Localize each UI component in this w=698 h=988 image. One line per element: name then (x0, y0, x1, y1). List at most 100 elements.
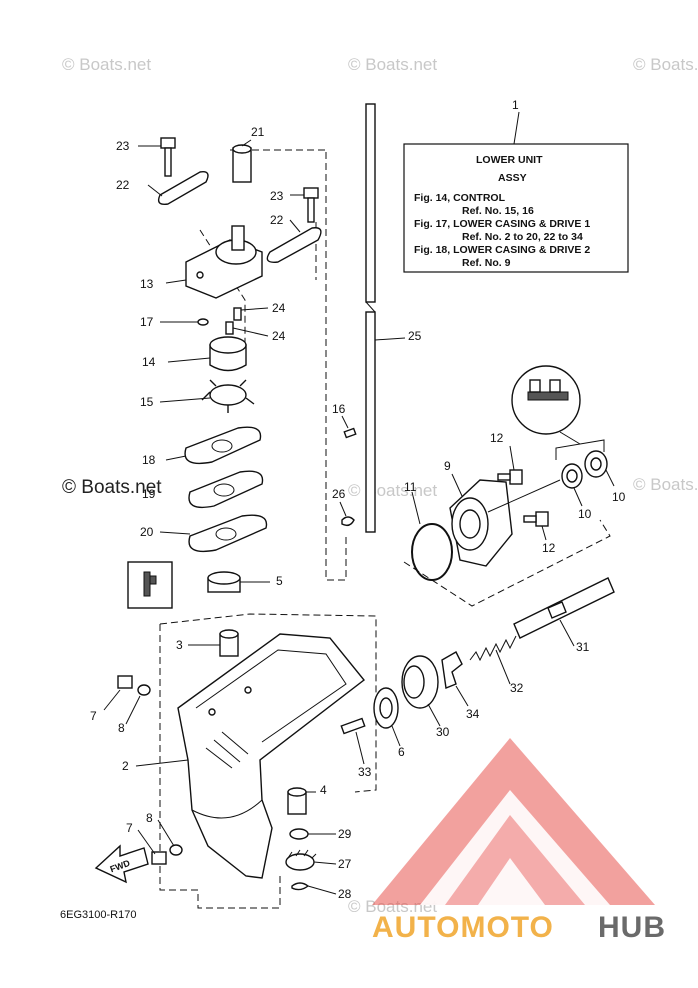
forward-gear (401, 655, 441, 727)
callout-18: 18 (142, 453, 156, 467)
brand-name-part2: HUB (598, 911, 666, 944)
callout-2: 2 (122, 759, 129, 773)
spring (469, 635, 517, 685)
callout-30: 30 (436, 725, 450, 739)
callout-17: 17 (140, 315, 154, 329)
callout-24: 24 (272, 329, 286, 343)
bushing (232, 139, 252, 183)
drive-shaft (365, 103, 406, 533)
dog-clutch (441, 651, 463, 689)
info-line-5: Fig. 17, LOWER CASING & DRIVE 1 (414, 218, 590, 230)
gasket (137, 684, 151, 696)
assembly-guide (403, 519, 611, 607)
callout-4: 4 (320, 783, 327, 797)
dowel-pin (340, 717, 366, 735)
watermark: © Boats.net (348, 55, 437, 74)
callout-31: 31 (576, 640, 590, 654)
callout-8: 8 (118, 721, 125, 735)
callout-12: 12 (542, 541, 556, 555)
info-line-3: Fig. 14, CONTROL (414, 192, 506, 204)
info-line-8: Ref. No. 9 (462, 257, 511, 269)
bolt (497, 445, 523, 485)
callout-22: 22 (116, 178, 130, 192)
info-line-6: Ref. No. 2 to 20, 22 to 34 (462, 231, 583, 243)
bolt (290, 187, 319, 223)
callout-22: 22 (270, 213, 284, 227)
lower-casing-cap (449, 473, 513, 567)
callout-23: 23 (116, 139, 130, 153)
diagram-code: 6EG3100-R170 (60, 909, 136, 921)
ball-bearing (373, 687, 401, 747)
callout-25: 25 (408, 329, 422, 343)
callout-34: 34 (466, 707, 480, 721)
oil-seal (555, 431, 615, 507)
oil-seal (127, 561, 270, 609)
washer (289, 828, 309, 840)
dowel-pin (225, 321, 234, 335)
gasket (184, 426, 262, 465)
callout-11: 11 (404, 480, 417, 494)
control-link (157, 171, 209, 205)
circlip (341, 516, 355, 527)
callout-7: 7 (90, 709, 97, 723)
callout-28: 28 (338, 887, 352, 901)
watermark: © Boats.net (348, 481, 437, 500)
callout-1: 1 (512, 98, 519, 112)
bushing (188, 629, 239, 657)
callout-32: 32 (510, 681, 524, 695)
callout-19: 19 (142, 487, 156, 501)
callout-7: 7 (126, 821, 133, 835)
watermark: © Boats.net (633, 475, 698, 494)
pinion-gear (285, 849, 337, 871)
callout-10: 10 (578, 507, 592, 521)
callout-10: 10 (612, 490, 626, 504)
info-line-2: ASSY (498, 172, 527, 184)
callout-5: 5 (276, 574, 283, 588)
callout-26: 26 (332, 487, 346, 501)
drain-screw (151, 851, 167, 865)
pin (343, 427, 357, 439)
outer-plate (188, 470, 264, 509)
watermark: © Boats.net (633, 55, 698, 74)
control-link (266, 227, 322, 263)
callout-8: 8 (146, 811, 153, 825)
callout-13: 13 (140, 277, 154, 291)
callout-21: 21 (251, 125, 265, 139)
callout-33: 33 (358, 765, 372, 779)
circlip (291, 882, 310, 891)
callout-9: 9 (444, 459, 451, 473)
callout-14: 14 (142, 355, 156, 369)
assembly-boundary (159, 613, 377, 793)
forward-arrow-icon (94, 844, 149, 884)
gasket (188, 514, 268, 553)
drain-screw (117, 675, 133, 689)
water-pump-housing (165, 225, 263, 299)
info-line-7: Fig. 18, LOWER CASING & DRIVE 2 (414, 244, 590, 256)
callout-12: 12 (490, 431, 504, 445)
info-line-4: Ref. No. 15, 16 (462, 205, 534, 217)
impeller (159, 379, 255, 413)
o-ring (197, 318, 209, 326)
callout-24: 24 (272, 301, 286, 315)
callout-27: 27 (338, 857, 352, 871)
lower-casing (135, 633, 365, 879)
assembly-info-box: 1 LOWER UNIT ASSY Fig. 14, CONTROL Ref. … (403, 98, 629, 273)
dowel-pin (233, 307, 242, 321)
insert-cartridge (167, 336, 247, 372)
brand-name-part1: AUTOMOTO (372, 911, 554, 944)
bolt (138, 137, 176, 177)
bushing (287, 787, 316, 815)
callout-16: 16 (332, 402, 346, 416)
assembly-guide (325, 152, 347, 581)
callout-23: 23 (270, 189, 284, 203)
callout-3: 3 (176, 638, 183, 652)
callout-29: 29 (338, 827, 352, 841)
propeller-shaft (513, 577, 615, 647)
gasket (169, 844, 183, 856)
callout-15: 15 (140, 395, 154, 409)
callout-20: 20 (140, 525, 154, 539)
watermark: © Boats.net (62, 55, 151, 74)
callout-6: 6 (398, 745, 405, 759)
info-line-1: LOWER UNIT (476, 154, 543, 166)
